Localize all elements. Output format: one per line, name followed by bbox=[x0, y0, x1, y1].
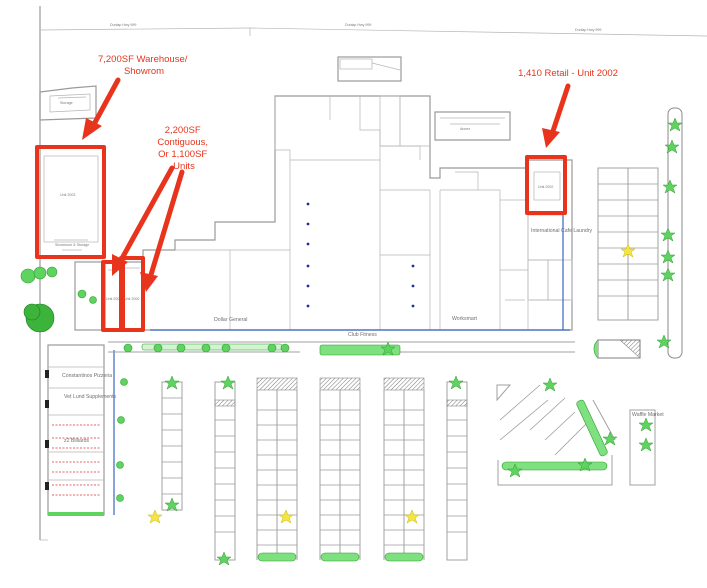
annex-label: Annex bbox=[460, 127, 470, 131]
callout-warehouse: 7,200SF Warehouse/ Showrom bbox=[98, 54, 190, 77]
tenant-billiards: z2 Billiards bbox=[64, 438, 89, 444]
tenant-international-cafe: International Cafe Laundry bbox=[531, 228, 593, 234]
annex-building: Annex bbox=[434, 111, 511, 141]
accent-stars bbox=[147, 243, 636, 524]
warehouse-building: Unit 2003 Showroom & Storage bbox=[37, 147, 105, 257]
arrow-retail bbox=[542, 83, 571, 148]
tenant-vet-lund: Vet Lund Supplements bbox=[64, 394, 117, 400]
parking-bay-4 bbox=[319, 377, 361, 562]
street-label-left: Dunlap Hwy 999 bbox=[110, 23, 136, 27]
arrow-contiguous-a bbox=[112, 165, 175, 276]
small-unit-a-label: Unit 2001 bbox=[106, 297, 121, 301]
arrow-warehouse bbox=[82, 77, 121, 140]
retail-unit-label: Unit 2002 bbox=[538, 185, 553, 189]
storefront-trees bbox=[116, 343, 290, 502]
parking-bay-5 bbox=[383, 377, 425, 562]
warehouse-unit-label: Unit 2003 bbox=[60, 193, 75, 197]
property-boundary bbox=[39, 6, 707, 541]
waffle-kiosk: Waffle Market bbox=[593, 339, 664, 486]
highlight-contiguous bbox=[101, 256, 145, 332]
callout-contiguous: 2,200SF Contiguous, Or 1,100SF Units bbox=[157, 125, 210, 172]
shed bbox=[337, 56, 402, 82]
callout-retail: 1,410 Retail - Unit 2002 bbox=[518, 68, 618, 79]
parking-bay-3 bbox=[256, 377, 298, 562]
tenant-club-fitness: Club Fitness bbox=[348, 332, 377, 338]
street-label-center: Dunlap Hwy 999 bbox=[345, 23, 371, 27]
small-structure: Storage bbox=[39, 85, 97, 121]
parking-bay-2 bbox=[214, 381, 236, 561]
highlight-retail bbox=[525, 155, 567, 215]
column-markers bbox=[306, 202, 415, 308]
parking-bay-1 bbox=[161, 381, 183, 511]
svg-text:Storage: Storage bbox=[60, 101, 73, 105]
storefront-line bbox=[113, 212, 570, 515]
landscaping-left bbox=[20, 266, 97, 333]
warehouse-sub-label: Showroom & Storage bbox=[55, 243, 89, 247]
tenant-dollar-general: Dollar General bbox=[214, 317, 247, 323]
small-unit-b-label: Unit 2000 bbox=[124, 297, 139, 301]
parking-bay-6 bbox=[446, 381, 468, 561]
highlight-warehouse bbox=[35, 145, 106, 259]
tenant-waffle: Waffle Market bbox=[632, 412, 664, 418]
tenant-worksmart: Worksmart bbox=[452, 316, 478, 322]
tenant-constantinos: Constantinos Pizzeria bbox=[62, 373, 112, 379]
landscape-stars bbox=[164, 117, 683, 566]
arrow-contiguous-b bbox=[140, 169, 185, 292]
street-label-right: Dunlap Hwy 999 bbox=[575, 28, 601, 32]
west-strip: Constantinos Pizzeria Vet Lund Supplemen… bbox=[45, 344, 117, 516]
